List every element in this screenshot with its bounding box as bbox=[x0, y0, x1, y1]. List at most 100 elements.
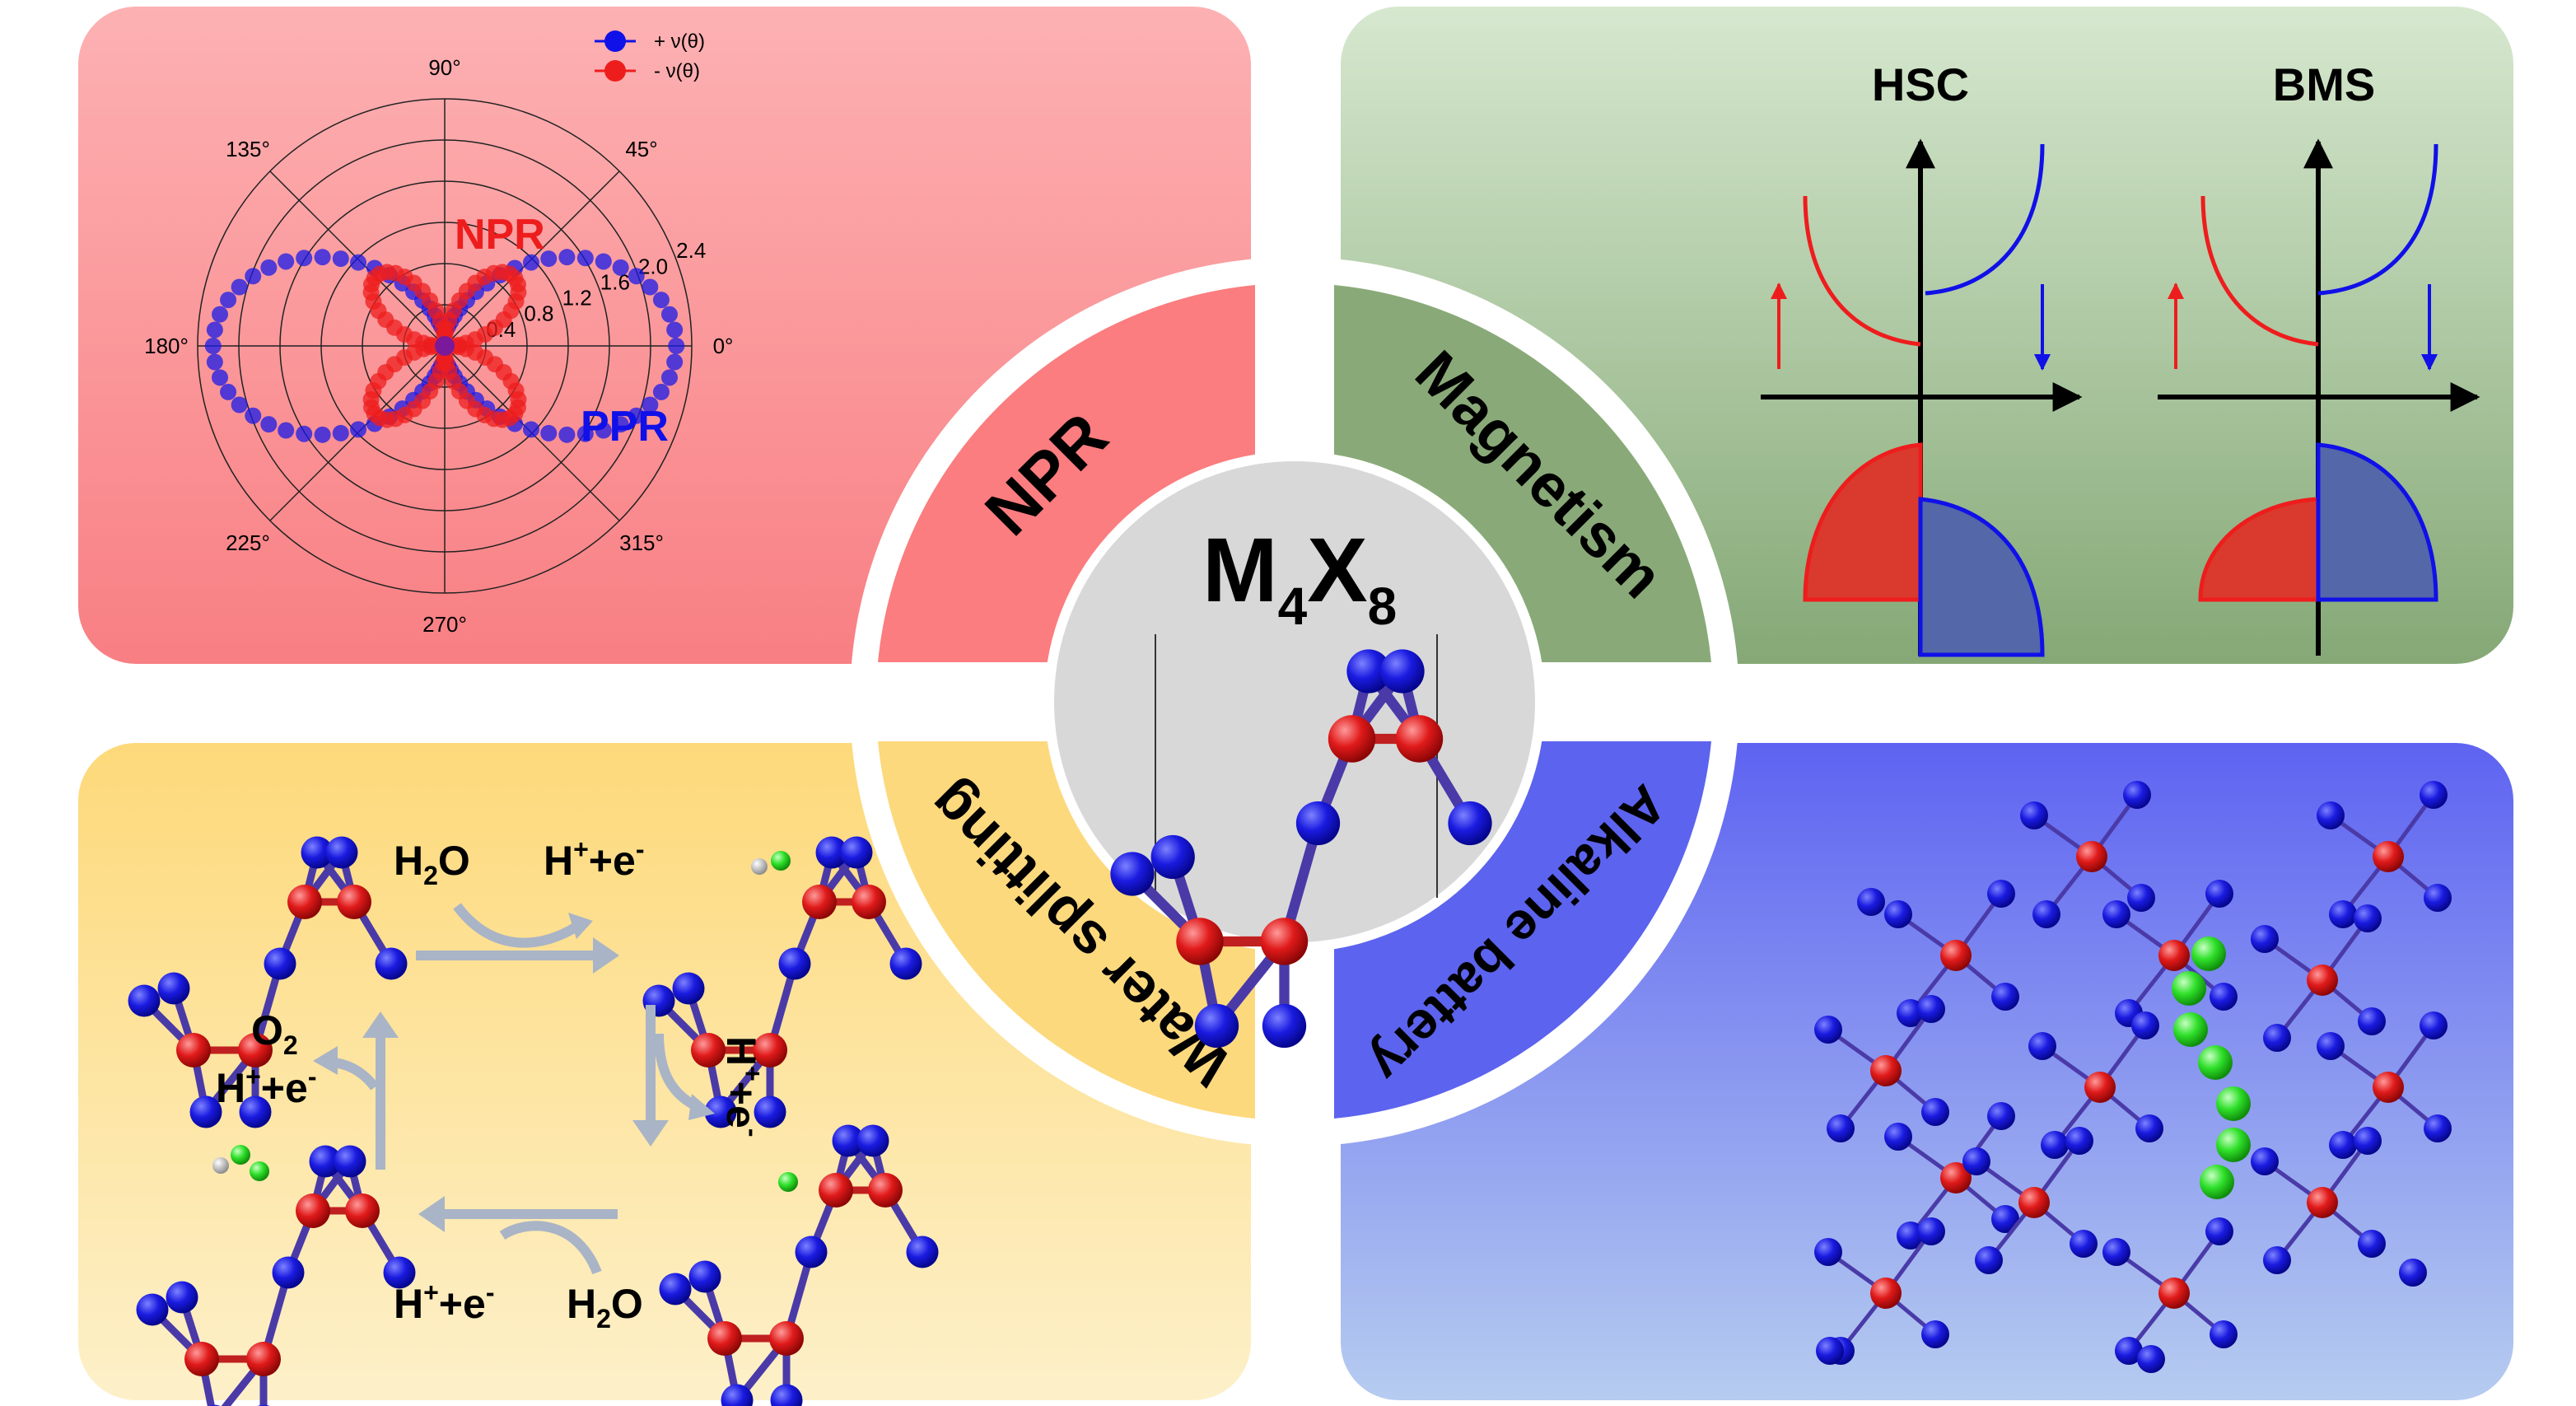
m-atom bbox=[1870, 1278, 1902, 1309]
m-atom bbox=[184, 1342, 219, 1376]
x-atom bbox=[2317, 801, 2345, 829]
x-atom bbox=[2131, 1011, 2159, 1039]
m-atom bbox=[753, 1033, 787, 1067]
x-atom bbox=[1814, 1238, 1842, 1266]
x-atom bbox=[672, 972, 705, 1005]
x-atom bbox=[815, 836, 848, 869]
x-atom bbox=[2329, 900, 2357, 928]
positive-nu-point bbox=[522, 421, 539, 438]
hsc-diagram: HSC bbox=[1761, 58, 2083, 657]
polar-radial-label: 1.2 bbox=[562, 286, 592, 311]
x-atom bbox=[840, 836, 873, 869]
polar-center-marker bbox=[435, 336, 455, 356]
x-atom bbox=[1884, 900, 1912, 928]
x-atom bbox=[189, 1095, 222, 1128]
positive-nu-point bbox=[666, 353, 684, 371]
x-atom bbox=[1814, 1016, 1842, 1044]
center-crystal-structure bbox=[1110, 649, 1492, 1049]
positive-nu-point bbox=[595, 422, 612, 439]
x-atom bbox=[1346, 649, 1391, 694]
m-atom bbox=[2373, 841, 2404, 872]
m-atom bbox=[2307, 1187, 2338, 1218]
x-atom bbox=[2115, 1337, 2143, 1365]
positive-nu-point bbox=[332, 250, 349, 268]
x-atom bbox=[2070, 1230, 2098, 1258]
m-atom bbox=[1395, 715, 1444, 763]
positive-nu-point bbox=[245, 407, 262, 424]
positive-nu-point bbox=[558, 426, 576, 443]
m-atom bbox=[1940, 940, 1972, 971]
positive-nu-point bbox=[666, 321, 684, 339]
x-atom bbox=[2354, 904, 2382, 932]
x-atom bbox=[325, 836, 358, 869]
positive-nu-point bbox=[296, 250, 313, 267]
x-atom bbox=[721, 1384, 754, 1406]
m-atom bbox=[1260, 918, 1309, 965]
x-atom bbox=[2263, 1024, 2291, 1052]
intercalated-ion bbox=[2216, 1128, 2251, 1162]
positive-nu-point bbox=[220, 292, 237, 309]
m-atom bbox=[2373, 1072, 2404, 1103]
x-atom bbox=[889, 947, 922, 980]
ring-npr-segment bbox=[878, 285, 1255, 662]
x-atom bbox=[375, 947, 408, 980]
x-atom bbox=[754, 1095, 786, 1128]
x-atom bbox=[2424, 884, 2452, 912]
hplus-e-top: H++e- bbox=[544, 834, 644, 884]
hplus-e-right: H++e- bbox=[718, 1036, 768, 1137]
x-atom bbox=[2127, 884, 2155, 912]
x-atom bbox=[778, 947, 811, 980]
x-atom bbox=[264, 947, 296, 980]
x-atom bbox=[2137, 1345, 2165, 1373]
x-atom bbox=[136, 1293, 169, 1326]
x-atom bbox=[770, 1384, 803, 1406]
x-atom bbox=[301, 836, 334, 869]
positive-nu-point bbox=[314, 426, 331, 443]
positive-nu-point bbox=[231, 396, 248, 413]
x-atom bbox=[2263, 1246, 2291, 1274]
polar-legend: + ν(θ) - ν(θ) bbox=[595, 30, 705, 82]
m-atom bbox=[337, 885, 371, 919]
x-atom bbox=[2358, 1007, 2386, 1035]
x-atom bbox=[1380, 649, 1425, 694]
positive-nu-point bbox=[332, 424, 349, 441]
positive-nu-point bbox=[652, 292, 670, 309]
ring-battery-segment bbox=[1334, 741, 1711, 1119]
x-atom bbox=[1991, 1205, 2019, 1233]
positive-nu-point bbox=[231, 278, 248, 296]
m-atom bbox=[2076, 841, 2107, 872]
x-atom bbox=[1448, 801, 1492, 846]
x-atom bbox=[2358, 1230, 2386, 1258]
positive-nu-point bbox=[212, 369, 229, 386]
x-atom bbox=[2205, 880, 2233, 908]
bms-diagram: BMS bbox=[2158, 58, 2480, 656]
x-atom bbox=[795, 1236, 828, 1268]
x-atom bbox=[906, 1236, 939, 1268]
positive-nu-point bbox=[642, 278, 659, 296]
polar-angle-label: 45° bbox=[625, 137, 657, 161]
x-atom bbox=[1917, 995, 1945, 1023]
formula-m: M bbox=[1202, 520, 1278, 621]
positive-nu-point bbox=[612, 259, 629, 276]
npr-label: NPR bbox=[455, 211, 545, 259]
positive-nu-point bbox=[204, 338, 222, 354]
polar-plot: 0°45°90°135°180°225°270°315°0.40.81.21.6… bbox=[144, 55, 733, 637]
m-atom bbox=[1940, 1162, 1972, 1193]
x-atom bbox=[2420, 781, 2448, 809]
positive-nu-point bbox=[612, 416, 629, 433]
x-atom bbox=[2020, 801, 2048, 829]
m-atom bbox=[2018, 1187, 2050, 1218]
x-atom bbox=[2424, 1114, 2452, 1142]
positive-nu-point bbox=[206, 353, 223, 371]
intercalated-ion bbox=[2216, 1086, 2251, 1121]
polar-angle-label: 135° bbox=[226, 137, 270, 161]
x-atom bbox=[2041, 1131, 2069, 1159]
positive-nu-point bbox=[540, 250, 558, 268]
intercalated-ion bbox=[2173, 1012, 2208, 1047]
m-atom bbox=[296, 1193, 330, 1228]
positive-nu-point bbox=[350, 421, 367, 438]
bms-label: BMS bbox=[2273, 58, 2375, 110]
x-atom bbox=[2251, 925, 2279, 953]
positive-nu-point bbox=[296, 425, 313, 442]
x-atom bbox=[2420, 1011, 2448, 1039]
